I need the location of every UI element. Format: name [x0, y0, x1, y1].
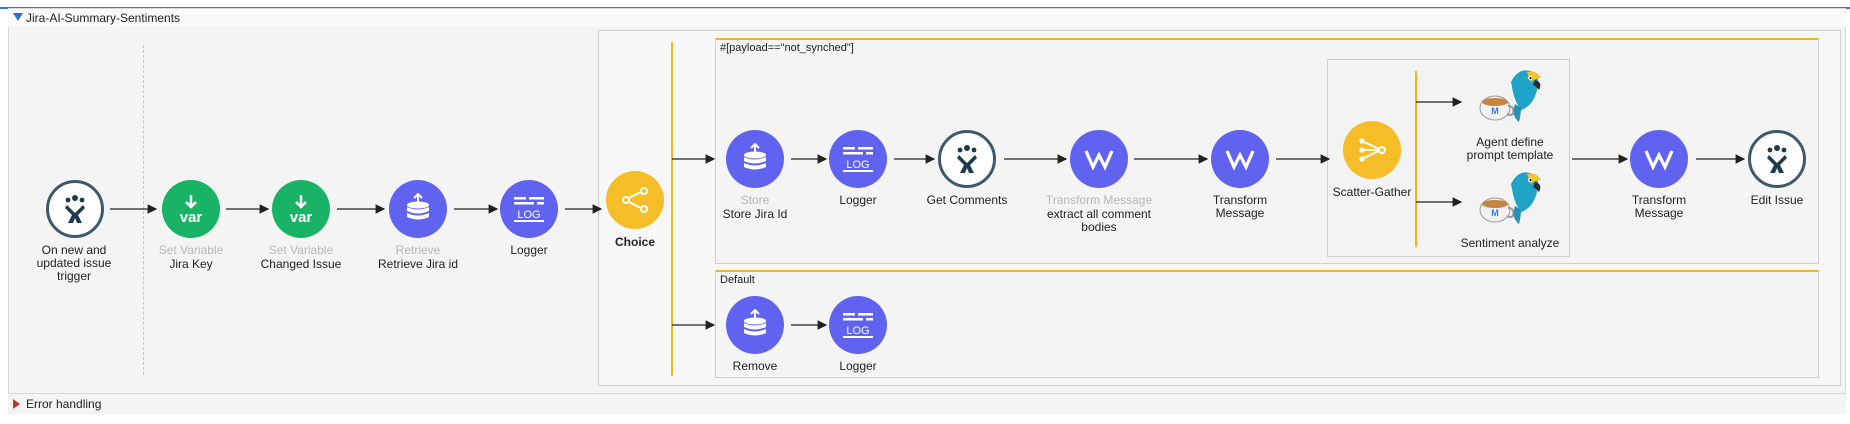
node-title: Set Variable: [158, 243, 224, 257]
jira-icon: [957, 145, 977, 173]
expand-triangle-icon[interactable]: [13, 399, 20, 409]
var-icon: var: [290, 195, 313, 226]
database-icon: [407, 193, 429, 220]
node-label: Store Jira Id: [722, 207, 788, 221]
agent-define-node[interactable]: M: [1475, 64, 1545, 126]
source-divider: [143, 45, 144, 375]
store-node[interactable]: [726, 130, 784, 188]
get-comments-node[interactable]: [938, 130, 996, 188]
route-when-expression: #[payload=="not_synched"]: [720, 42, 854, 54]
logger-node[interactable]: LOG: [829, 296, 887, 354]
svg-text:M: M: [1491, 106, 1499, 116]
node-label: Logger: [839, 193, 877, 207]
svg-text:LOG: LOG: [517, 209, 540, 221]
log-icon: LOG: [843, 147, 873, 172]
node-title: Set Variable: [268, 243, 334, 257]
node-label: Retrieve Jira id: [377, 257, 459, 271]
edit-issue-node[interactable]: [1748, 130, 1806, 188]
svg-text:LOG: LOG: [846, 325, 869, 337]
node-label: Logger: [839, 359, 877, 373]
error-handling-bar[interactable]: [8, 393, 1846, 414]
svg-text:M: M: [1491, 208, 1499, 218]
node-label: Scatter-Gather: [1332, 185, 1412, 199]
retrieve-node[interactable]: [389, 180, 447, 238]
node-title: Store: [740, 193, 770, 207]
node-title: Retrieve: [395, 243, 441, 257]
jira-icon: [65, 195, 85, 223]
log-icon: LOG: [514, 197, 544, 222]
parrot-icon: M: [1479, 172, 1541, 224]
node-label: Changed Issue: [260, 257, 342, 271]
transform-icon: [1644, 150, 1674, 171]
node-label: Logger: [510, 243, 548, 257]
svg-text:var: var: [180, 209, 203, 226]
logger-node[interactable]: LOG: [829, 130, 887, 188]
collapse-triangle-icon[interactable]: [13, 13, 23, 21]
log-icon: LOG: [843, 313, 873, 338]
parrot-icon: M: [1479, 70, 1541, 122]
set-variable-node[interactable]: var: [272, 180, 330, 238]
node-label: Jira Key: [169, 257, 213, 271]
database-icon: [744, 309, 766, 336]
node-label: Sentiment analyze: [1460, 236, 1560, 250]
transform-icon: [1084, 150, 1114, 171]
choice-branch-line: [671, 42, 673, 376]
scatter-gather-icon: [1359, 138, 1386, 162]
node-label: Remove: [732, 359, 778, 373]
svg-text:var: var: [290, 209, 313, 226]
set-variable-node[interactable]: var: [162, 180, 220, 238]
error-handling-label[interactable]: Error handling: [26, 397, 102, 411]
choice-icon: [622, 187, 648, 213]
choice-node[interactable]: [606, 171, 664, 229]
transform-node[interactable]: [1070, 130, 1128, 188]
trigger-node[interactable]: [46, 180, 104, 238]
sentiment-analyze-node[interactable]: M: [1475, 166, 1545, 228]
route-default-label: Default: [720, 274, 755, 286]
remove-node[interactable]: [726, 296, 784, 354]
node-label: Get Comments: [926, 193, 1008, 207]
node-label: Edit Issue: [1750, 193, 1804, 207]
svg-text:LOG: LOG: [846, 159, 869, 171]
scatter-branch-line: [1415, 71, 1417, 247]
route-default[interactable]: [715, 270, 1819, 378]
flow-header[interactable]: [8, 9, 1846, 27]
database-icon: [744, 143, 766, 170]
jira-icon: [1767, 145, 1787, 173]
node-label: Choice: [614, 235, 656, 249]
flow-title[interactable]: Jira-AI-Summary-Sentiments: [26, 11, 181, 25]
node-title: Transform Message: [1045, 193, 1153, 207]
transform-icon: [1225, 150, 1255, 171]
transform-node[interactable]: [1211, 130, 1269, 188]
scatter-gather-node[interactable]: [1343, 121, 1401, 179]
transform-node[interactable]: [1630, 130, 1688, 188]
var-icon: var: [180, 195, 203, 226]
logger-node[interactable]: LOG: [500, 180, 558, 238]
